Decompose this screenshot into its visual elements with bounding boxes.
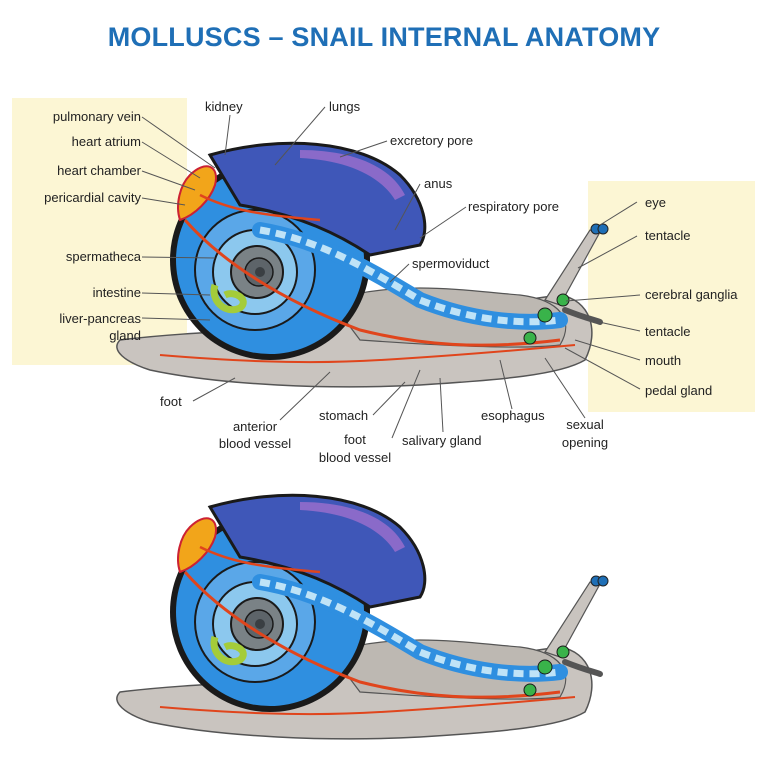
left-label-panel [12, 98, 187, 365]
label-anterior: anterior [232, 419, 278, 434]
label-foot-bv: foot [344, 432, 366, 447]
label-anus: anus [424, 176, 453, 191]
label-kidney: kidney [205, 99, 243, 114]
label-respiratory-pore: respiratory pore [468, 199, 560, 214]
label-cerebral-ganglia: cerebral ganglia [645, 287, 738, 302]
label-foot: foot [160, 394, 182, 409]
annotated-snail-illustration [117, 143, 608, 387]
label-pedal-gland: pedal gland [645, 383, 713, 398]
label-excretory-pore: excretory pore [390, 133, 474, 148]
label-foot-blood-vessel: blood vessel [318, 450, 392, 465]
label-heart-chamber: heart chamber [57, 163, 141, 178]
label-sexual-opening: opening [561, 435, 609, 450]
unlabeled-snail-illustration [117, 495, 608, 739]
label-sexual: sexual [566, 417, 604, 432]
label-pericardial-cavity: pericardial cavity [44, 190, 141, 205]
label-tentacle-lower: tentacle [645, 324, 691, 339]
label-heart-atrium: heart atrium [71, 134, 141, 149]
label-mouth: mouth [645, 353, 682, 368]
label-liver-pancreas: liver-pancreas [59, 311, 141, 326]
label-lungs: lungs [329, 99, 361, 114]
label-spermoviduct: spermoviduct [412, 256, 490, 271]
label-stomach: stomach [319, 408, 369, 423]
label-pulmonary-vein: pulmonary vein [52, 109, 141, 124]
label-leader-lines [141, 106, 641, 439]
label-esophagus: esophagus [481, 408, 545, 423]
label-liver-pancreas-gland: gland [109, 328, 141, 343]
label-salivary-gland: salivary gland [402, 433, 482, 448]
label-tentacle-upper: tentacle [645, 228, 691, 243]
label-anterior-blood-vessel: blood vessel [218, 436, 292, 451]
page-title: MOLLUSCS – SNAIL INTERNAL ANATOMY [107, 22, 661, 52]
label-intestine: intestine [92, 285, 141, 300]
label-spermatheca: spermatheca [65, 249, 141, 264]
label-eye: eye [645, 195, 666, 210]
